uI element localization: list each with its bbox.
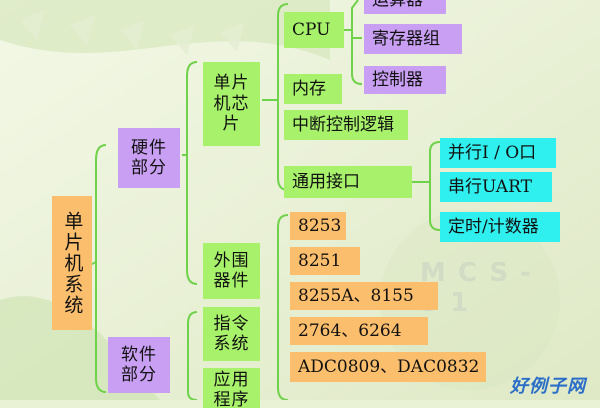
peripheral-bracket (277, 214, 289, 400)
chip-8255a-8155: 8255A、8155 (290, 282, 438, 310)
peripheral-node: 外围器件 (203, 243, 260, 299)
interrupt-node: 中断控制逻辑 (284, 110, 408, 140)
root-bracket (95, 144, 107, 393)
chip-adc-dac: ADC0809、DAC0832 (290, 352, 486, 382)
mcu-bracket (277, 3, 289, 191)
root-node: 单片机系统 (52, 196, 92, 330)
cpu-child-controller: 控制器 (364, 66, 446, 94)
hardware-node: 硬件部分 (118, 128, 180, 188)
memory-node: 内存 (284, 74, 342, 104)
cpu-child-alu: 运算器 (364, 0, 446, 14)
hardware-bracket (186, 61, 198, 285)
interface-child-serial: 串行UART (440, 172, 552, 202)
application-node: 应用程序 (203, 368, 260, 408)
chip-8253: 8253 (290, 212, 346, 240)
instructions-node: 指令系统 (203, 307, 260, 361)
interface-node: 通用接口 (284, 166, 412, 198)
cpu-child-registers: 寄存器组 (364, 24, 462, 54)
site-logo: 好例子网 (510, 376, 586, 397)
cpu-bracket (351, 0, 363, 85)
interface-bracket (429, 141, 441, 231)
software-bracket (187, 311, 198, 400)
interface-child-parallel: 并行I / O口 (440, 138, 556, 168)
interface-child-timer: 定时/计数器 (440, 212, 560, 242)
software-node: 软件部分 (108, 337, 170, 393)
chip-2764-6264: 2764、6264 (290, 317, 428, 345)
mcu-node: 单片机芯片 (203, 62, 260, 146)
chip-8251: 8251 (290, 247, 360, 275)
cpu-node: CPU (284, 12, 344, 48)
